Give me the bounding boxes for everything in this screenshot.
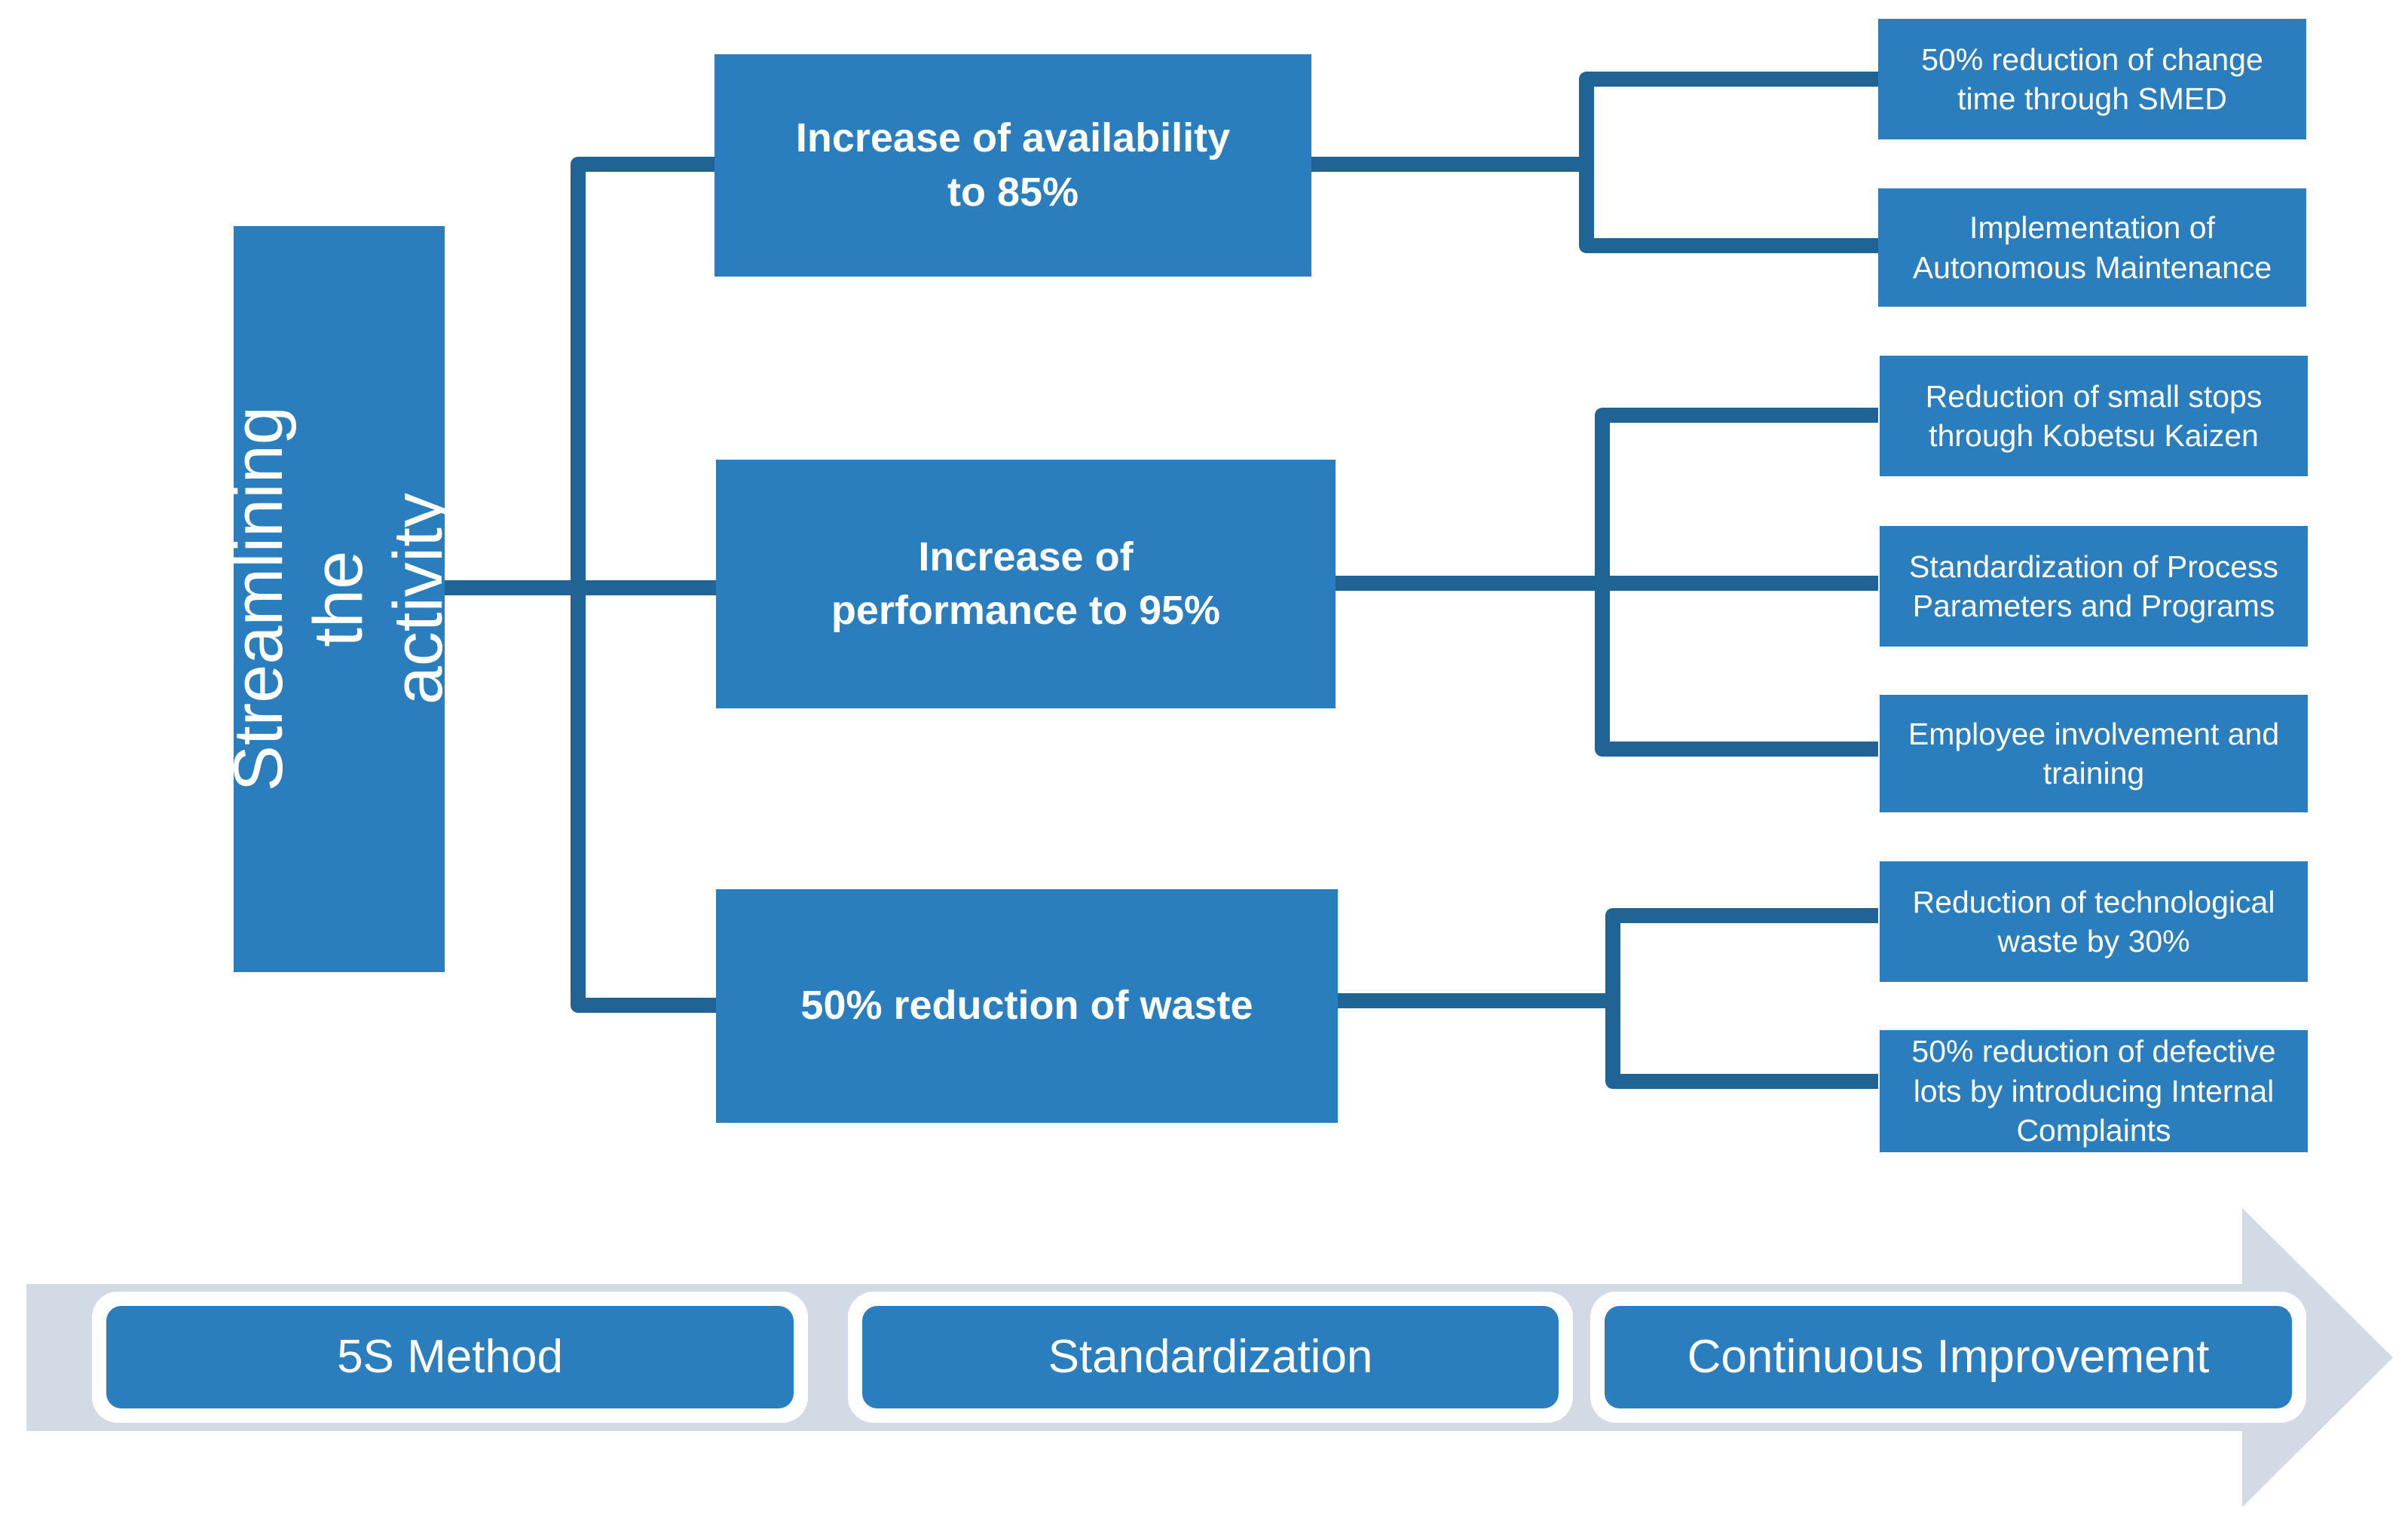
- node-leaf-technological-waste-label: Reduction of technological waste by 30%: [1912, 884, 2275, 959]
- node-leaf-kobetsu-kaizen-label: Reduction of small stops through Kobetsu…: [1925, 378, 2263, 453]
- node-root: Streamlining the activity: [220, 226, 457, 972]
- connector-goal2-bracket: [1595, 408, 1878, 757]
- node-leaf-smed-label: 50% reduction of change time through SME…: [1921, 41, 2263, 116]
- node-goal-availability: Increase of availability to 85%: [714, 54, 1311, 277]
- node-leaf-technological-waste: Reduction of technological waste by 30%: [1880, 861, 2308, 982]
- node-leaf-employee-involvement-label: Employee involvement and training: [1908, 716, 2280, 790]
- node-root-label: Streamlining the activity: [220, 406, 457, 792]
- node-leaf-autonomous-maintenance: Implementation of Autonomous Maintenance: [1878, 188, 2306, 307]
- node-leaf-process-parameters: Standardization of Process Parameters an…: [1880, 526, 2308, 647]
- connector-goal3-bracket: [1605, 908, 1878, 1089]
- phase-continuous-improvement-label: Continuous Improvement: [1687, 1331, 2210, 1383]
- connector-goal1-bracket: [1579, 72, 1878, 253]
- node-leaf-process-parameters-label: Standardization of Process Parameters an…: [1909, 549, 2278, 623]
- node-goal-waste: 50% reduction of waste: [716, 889, 1338, 1123]
- node-goal-waste-label: 50% reduction of waste: [800, 983, 1253, 1029]
- node-leaf-employee-involvement: Employee involvement and training: [1880, 695, 2308, 812]
- phase-standardization-label: Standardization: [1048, 1331, 1373, 1383]
- node-leaf-smed: 50% reduction of change time through SME…: [1878, 19, 2306, 139]
- node-leaf-defective-lots: 50% reduction of defective lots by intro…: [1880, 1030, 2308, 1152]
- node-leaf-defective-lots-label: 50% reduction of defective lots by intro…: [1911, 1034, 2276, 1148]
- phase-5s-method-label: 5S Method: [337, 1331, 563, 1383]
- node-leaf-autonomous-maintenance-label: Implementation of Autonomous Maintenance: [1912, 210, 2272, 285]
- phase-5s-method: 5S Method: [92, 1292, 808, 1423]
- node-goal-performance-label: Increase of performance to 95%: [831, 534, 1221, 633]
- node-leaf-kobetsu-kaizen: Reduction of small stops through Kobetsu…: [1880, 356, 2308, 476]
- node-goal-availability-label: Increase of availability to 85%: [795, 115, 1231, 215]
- phase-continuous-improvement: Continuous Improvement: [1590, 1292, 2306, 1423]
- connector-root-trunk: [571, 157, 716, 1013]
- phase-standardization: Standardization: [848, 1292, 1573, 1423]
- node-goal-performance: Increase of performance to 95%: [716, 460, 1336, 708]
